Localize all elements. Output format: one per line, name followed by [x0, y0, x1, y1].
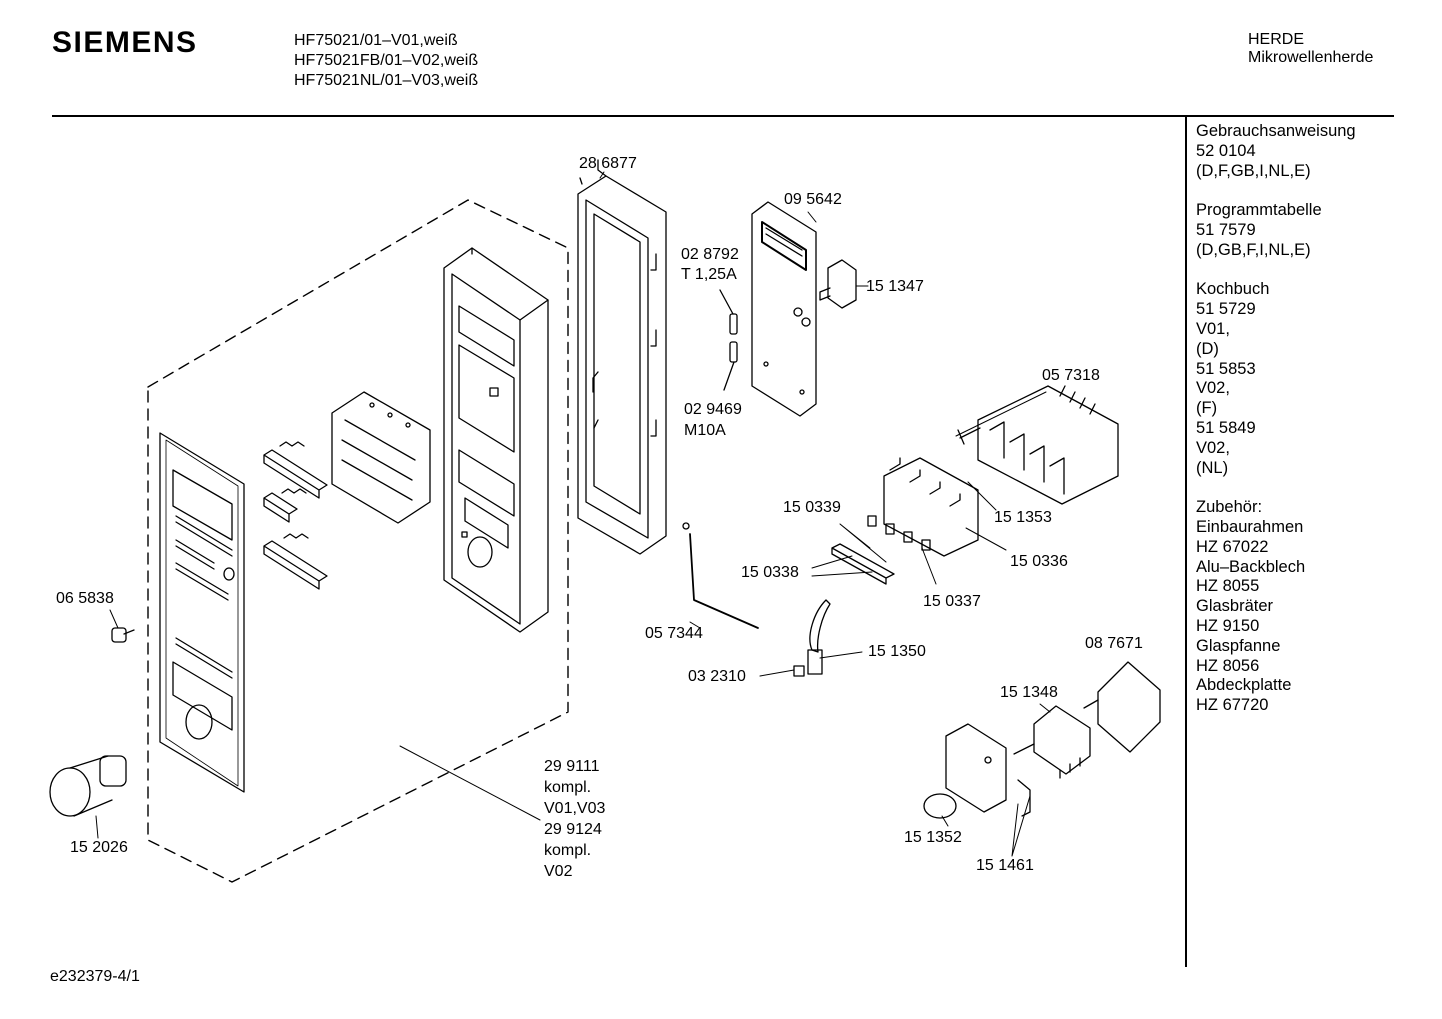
sidebar-line: V02,: [1196, 438, 1230, 457]
part-label: 05 7318: [1042, 367, 1100, 384]
part-label: 28 6877: [579, 155, 637, 172]
part-label: 15 2026: [70, 839, 128, 856]
lamp-socket-drawing: [793, 599, 831, 677]
assembly-outline: [147, 199, 569, 883]
part-label: 15 1348: [1000, 684, 1058, 701]
sidebar-line: 51 7579: [1196, 220, 1256, 239]
part-label: 08 7671: [1085, 635, 1143, 652]
sidebar-line: Gebrauchsanweisung: [1196, 122, 1356, 140]
model-line: HF75021/01–V01,weiß: [294, 32, 458, 49]
part-label: 03 2310: [688, 668, 746, 685]
part-label: 05 7344: [645, 625, 703, 642]
part-label: 15 1350: [868, 643, 926, 660]
part-label: 02 8792: [681, 246, 739, 263]
part-label: 15 0338: [741, 564, 799, 581]
category-block: HERDE Mikrowellenherde: [1248, 31, 1373, 67]
fuses-drawing: [719, 289, 738, 391]
bracket-drawing: [945, 723, 1031, 817]
part-label: 15 1461: [976, 857, 1034, 874]
part-label: 09 5642: [784, 191, 842, 208]
category-title: HERDE: [1248, 31, 1305, 48]
sidebar-line: (D,F,GB,I,NL,E): [1196, 161, 1311, 180]
part-label: 02 9469: [684, 401, 742, 418]
wire-drawing: [689, 533, 759, 629]
sidebar-line: Kochbuch: [1196, 280, 1270, 299]
leader-lines: [95, 171, 1051, 857]
sidebar-line: 51 5849: [1196, 418, 1256, 437]
part-note: kompl.: [544, 779, 592, 796]
part-note: V01,V03: [544, 800, 606, 817]
part-label: 15 0339: [783, 499, 841, 516]
model-line: HF75021NL/01–V03,weiß: [294, 72, 479, 89]
part-label: 29 9111: [544, 758, 600, 775]
sidebar-line: Alu–Backblech: [1196, 557, 1306, 576]
part-label: 06 5838: [56, 590, 114, 607]
brand-logo: SIEMENS: [52, 26, 198, 59]
sidebar-line: HZ 67022: [1196, 537, 1269, 556]
sidebar-line: Glasbräter: [1196, 597, 1274, 616]
control-frame-drawing: [443, 247, 549, 633]
subcategory-title: Mikrowellenherde: [1248, 49, 1374, 66]
part-label: 15 0336: [1010, 553, 1068, 570]
key-mat-drawing: [331, 391, 431, 524]
model-line: HF75021FB/01–V02,weiß: [294, 52, 479, 69]
housing-drawing: [577, 159, 690, 555]
button-strip-drawing: [831, 543, 895, 585]
sidebar-line: V01,: [1196, 319, 1230, 338]
part-label: 29 9124: [544, 821, 602, 838]
drawing-code: e232379-4/1: [50, 968, 140, 985]
part-label-spec: M10A: [684, 422, 726, 439]
sidebar-line: Einbaurahmen: [1196, 517, 1304, 536]
circuit-board-drawing: [751, 201, 817, 417]
sidebar-line: Abdeckplatte: [1196, 676, 1292, 695]
part-label: 15 0337: [923, 593, 981, 610]
switch-151347-drawing: [819, 259, 857, 309]
front-panel-drawing: [159, 432, 245, 793]
sidebar-line: Programmtabelle: [1196, 201, 1322, 220]
sidebar-line: 51 5853: [1196, 359, 1256, 378]
sidebar-line: Zubehör:: [1196, 498, 1263, 517]
sidebar-line: HZ 8056: [1196, 656, 1260, 675]
sidebar-line: 52 0104: [1196, 141, 1256, 160]
sidebar-line: (F): [1196, 399, 1218, 418]
sidebar-line: V02,: [1196, 379, 1230, 398]
rotary-knob-drawing: [49, 755, 127, 817]
switch-151348-drawing: [1013, 705, 1091, 779]
part-label: 15 1352: [904, 829, 962, 846]
sidebar-line: 51 5729: [1196, 300, 1256, 319]
connectors-drawing: [867, 457, 979, 557]
relay-block-drawing: [957, 385, 1119, 505]
header-divider: [52, 115, 1394, 117]
part-note: V02: [544, 863, 573, 880]
sidebar-line: HZ 8055: [1196, 577, 1260, 596]
part-label-spec: T 1,25A: [681, 266, 737, 283]
part-label: 15 1353: [994, 509, 1052, 526]
sidebar-line: HZ 67720: [1196, 696, 1269, 715]
model-list: HF75021/01–V01,weiß HF75021FB/01–V02,wei…: [294, 31, 478, 91]
sidebar-divider: [1185, 117, 1187, 967]
screw-knob-drawing: [111, 627, 135, 643]
part-label: 15 1347: [866, 278, 924, 295]
cam-drawing: [923, 793, 957, 819]
sidebar-line: (D): [1196, 339, 1219, 358]
buttons-drawing: [263, 441, 328, 590]
part-note: kompl.: [544, 842, 592, 859]
sidebar-line: (NL): [1196, 458, 1229, 477]
sidebar-line: (D,GB,F,I,NL,E): [1196, 240, 1311, 259]
timer-drawing: [1083, 661, 1161, 753]
sidebar-line: HZ 9150: [1196, 616, 1260, 635]
sidebar-line: Glaspfanne: [1196, 636, 1281, 655]
